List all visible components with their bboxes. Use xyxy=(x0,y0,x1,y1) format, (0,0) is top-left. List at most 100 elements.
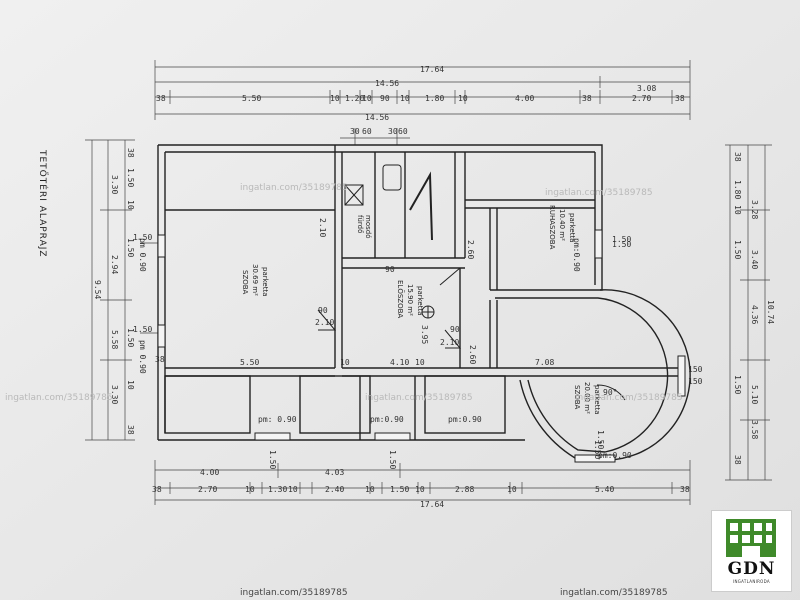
dim-label: 4.00 xyxy=(515,94,534,103)
dim-label: 2.10 xyxy=(318,218,327,237)
dim-label: 4.10 xyxy=(390,358,409,367)
dim-top-total-2: 14.56 xyxy=(375,79,399,88)
room-area: 10.40 m² xyxy=(558,209,566,241)
dim-label: 10 xyxy=(507,485,517,494)
dim-label: 1.50 xyxy=(126,168,135,187)
room-area: 30.69 m² xyxy=(251,264,259,296)
dim-label: 5.10 xyxy=(750,385,759,404)
dim-label: pm 0.90 xyxy=(138,340,147,374)
dim-label: 2.10 xyxy=(315,318,334,327)
dim-label: 10 xyxy=(415,485,425,494)
bath-label: fürdő xyxy=(356,215,365,233)
dim-label: 2.70 xyxy=(198,485,217,494)
dim-label: 10 xyxy=(733,205,742,215)
dim-label: pm:0.90 xyxy=(598,451,632,460)
dim-label: pm:0.90 xyxy=(370,415,404,424)
dim-label: 90 xyxy=(450,325,460,334)
dim-label: 90 xyxy=(380,94,390,103)
dim-label: 10 xyxy=(400,94,410,103)
dim-label: 150 xyxy=(688,377,703,386)
dim-label: 1.50 xyxy=(593,440,602,459)
dim-label: 10 xyxy=(365,485,375,494)
dim-label: 150 xyxy=(688,365,703,374)
dim-label: 3.30 xyxy=(110,175,119,194)
room-szoba-2: SZOBA 20.00 m² parketta xyxy=(573,382,601,415)
dim-label: 1.20 xyxy=(345,94,364,103)
gdn-logo: GDN INGATLANIRODA xyxy=(711,510,792,592)
dim-label: 38 xyxy=(126,148,135,158)
dim-label: 10 xyxy=(330,94,340,103)
dim-label: 1.50 xyxy=(388,450,397,469)
dim-label: 10 xyxy=(415,358,425,367)
bottom-dimensions xyxy=(154,460,691,505)
dim-label: 2.88 xyxy=(455,485,474,494)
windows xyxy=(157,229,686,463)
room-szoba-1: SZOBA 30.69 m² parketta xyxy=(241,264,269,297)
bath-sub: mosdó xyxy=(364,215,372,238)
logo-subtext: INGATLANIRODA xyxy=(733,579,770,584)
logo-text: GDN xyxy=(727,559,776,579)
dim-label: 1.50 xyxy=(133,233,152,242)
dim-label: ingatlan.com/35189785 xyxy=(545,188,653,198)
room-bath: fürdő mosdó xyxy=(356,215,372,238)
dim-label: 38 xyxy=(733,152,742,162)
dim-label: 10 xyxy=(288,485,298,494)
dim-label: 3.28 xyxy=(750,200,759,219)
left-dimensions xyxy=(85,139,158,441)
dim-label: 1.50 xyxy=(733,240,742,259)
dim-label: 1.30 xyxy=(268,485,287,494)
dim-label: 3.58 xyxy=(750,420,759,439)
dim-label: ingatlan.com/35189785 xyxy=(240,588,348,598)
dim-label: 1.50 xyxy=(612,235,631,244)
dim-label: ingatlan.com/35189785 xyxy=(365,393,473,403)
logo-building-icon xyxy=(726,519,776,557)
dim-label: 38 xyxy=(733,455,742,465)
dim-top-total-1: 17.64 xyxy=(420,65,444,74)
dim-label: 90 xyxy=(385,265,395,274)
dim-label: 1.50 xyxy=(268,450,277,469)
dim-label: 10 xyxy=(126,200,135,210)
dim-top-inner: 14.56 xyxy=(365,113,389,122)
dim-label: 38 xyxy=(156,94,166,103)
dim-label: 1.50 xyxy=(733,375,742,394)
dim-label: ingatlan.com/35189785 xyxy=(5,393,113,403)
dim-label: 2.60 xyxy=(468,345,477,364)
dim-label: 7.08 xyxy=(535,358,554,367)
plan-title: TETŐTÉRI ALAPRAJZ xyxy=(37,149,49,258)
dim-label: 10 xyxy=(126,380,135,390)
dim-label: 5.50 xyxy=(242,94,261,103)
dim-label: 1.50 xyxy=(126,328,135,347)
dim-label: 38 xyxy=(155,355,165,364)
dim-right-mid: 3.283.404.365.103.58 xyxy=(750,200,759,439)
room-area: 20.00 m² xyxy=(583,382,591,414)
dim-label: 2.40 xyxy=(325,485,344,494)
dim-label: 30 xyxy=(350,127,360,136)
dim-label: 5.58 xyxy=(110,330,119,349)
dim-label: 2.70 xyxy=(632,94,651,103)
dim-label: 38 xyxy=(675,94,685,103)
right-dimensions xyxy=(725,144,772,481)
dim-bottom-total: 17.64 xyxy=(420,500,444,509)
dim-top-total-3: 3.08 xyxy=(637,84,656,93)
dim-label: 60 xyxy=(362,127,372,136)
dim-label: 1.50 xyxy=(612,240,631,249)
room-floor: parketta xyxy=(593,385,601,415)
dim-label: 30 xyxy=(388,127,398,136)
dim-label: 60 xyxy=(398,127,408,136)
dim-label: 4.00 xyxy=(200,468,219,477)
dim-label: 1.50 xyxy=(126,238,135,257)
dim-label: 10 xyxy=(362,94,372,103)
dim-label: pm 0.90 xyxy=(138,238,147,272)
dim-label: 90 xyxy=(318,306,328,315)
dim-label: 4.36 xyxy=(750,305,759,324)
dim-label: 5.50 xyxy=(240,358,259,367)
stair-features xyxy=(317,164,626,401)
dim-left-outer: 9.54 xyxy=(93,280,102,299)
dim-label: 2.60 xyxy=(466,240,475,259)
